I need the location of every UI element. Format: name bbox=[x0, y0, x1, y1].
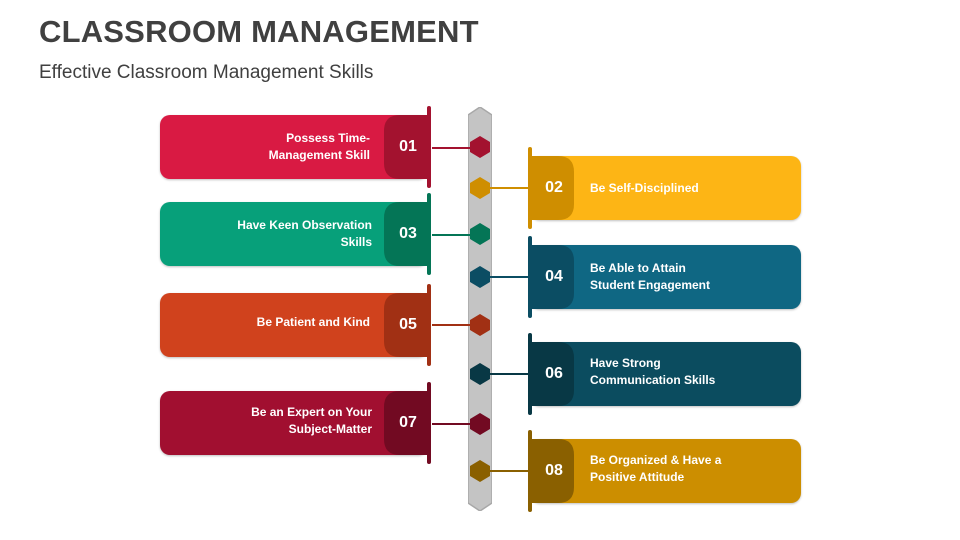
item-label: Possess Time-Management Skill bbox=[268, 131, 370, 162]
connector-05 bbox=[432, 324, 472, 326]
item-card-body bbox=[530, 439, 801, 503]
hexagon-marker-03 bbox=[470, 223, 490, 245]
slide-subtitle: Effective Classroom Management Skills bbox=[39, 62, 374, 83]
number-tab bbox=[530, 342, 574, 406]
item-card-body bbox=[530, 156, 801, 220]
accent-bar bbox=[427, 382, 431, 464]
number-tab bbox=[384, 202, 428, 266]
number-tab bbox=[530, 245, 574, 309]
item-card-body bbox=[160, 391, 428, 455]
item-card-body bbox=[530, 245, 801, 309]
number-tab bbox=[384, 115, 428, 179]
connector-06 bbox=[488, 373, 528, 375]
item-number: 03 bbox=[399, 225, 417, 242]
item-card-01: 01 Possess Time-Management Skill bbox=[160, 106, 432, 188]
item-card-body bbox=[530, 342, 801, 406]
item-number: 06 bbox=[545, 365, 563, 382]
accent-bar bbox=[427, 106, 431, 188]
item-card-body bbox=[160, 115, 428, 179]
number-tab bbox=[530, 439, 574, 503]
accent-bar bbox=[528, 430, 532, 512]
slide-title: CLASSROOM MANAGEMENT bbox=[39, 14, 479, 49]
accent-bar bbox=[528, 333, 532, 415]
item-card-02: 02 Be Self-Disciplined bbox=[528, 147, 801, 229]
item-label: Be Patient and Kind bbox=[256, 314, 370, 329]
number-tab bbox=[384, 293, 428, 357]
item-number: 02 bbox=[545, 179, 563, 196]
accent-bar bbox=[427, 284, 431, 366]
connector-01 bbox=[432, 147, 472, 149]
connector-04 bbox=[488, 276, 528, 278]
timeline-spine bbox=[468, 107, 492, 511]
connector-08 bbox=[488, 470, 528, 472]
item-number: 05 bbox=[399, 316, 417, 333]
hexagon-marker-02 bbox=[470, 177, 490, 199]
accent-bar bbox=[427, 193, 431, 275]
accent-bar bbox=[528, 236, 532, 318]
hexagon-marker-06 bbox=[470, 363, 490, 385]
item-number: 07 bbox=[399, 414, 417, 431]
hexagon-marker-01 bbox=[470, 136, 490, 158]
item-number: 01 bbox=[399, 138, 417, 155]
item-card-05: 05 Be Patient and Kind bbox=[160, 284, 432, 366]
connector-07 bbox=[432, 423, 472, 425]
connector-02 bbox=[488, 187, 528, 189]
hexagon-marker-08 bbox=[470, 460, 490, 482]
number-tab bbox=[384, 391, 428, 455]
item-number: 08 bbox=[545, 462, 563, 479]
hexagon-marker-07 bbox=[470, 413, 490, 435]
item-card-body bbox=[160, 293, 428, 357]
accent-bar bbox=[528, 147, 532, 229]
item-card-body bbox=[160, 202, 428, 266]
hexagon-marker-05 bbox=[470, 314, 490, 336]
connector-03 bbox=[432, 234, 472, 236]
number-tab bbox=[530, 156, 574, 220]
item-label: Be Self-Disciplined bbox=[590, 180, 699, 195]
item-number: 04 bbox=[545, 268, 563, 285]
hexagon-marker-04 bbox=[470, 266, 490, 288]
